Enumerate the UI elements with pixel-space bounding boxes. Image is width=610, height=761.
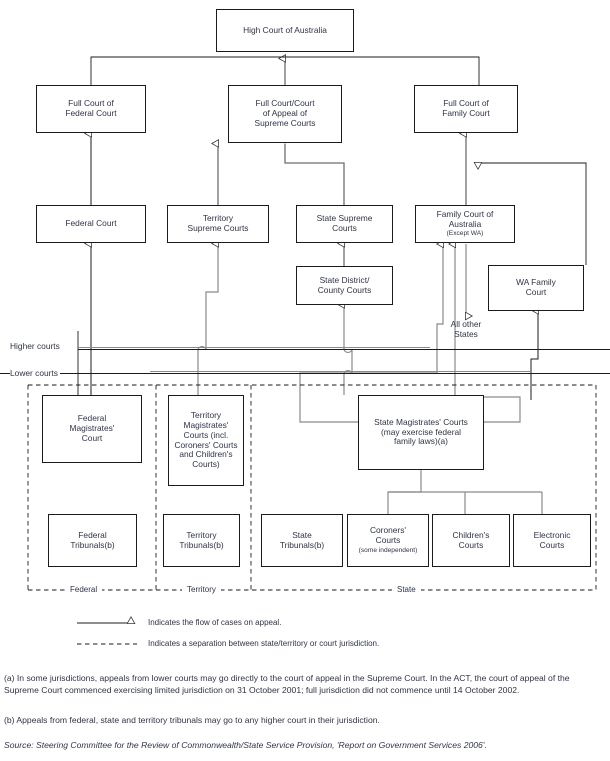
node-state-district-county-courts-label: State District/County Courts (317, 274, 372, 295)
node-coroners-courts-label: Coroners'Courts (369, 525, 407, 546)
node-federal-court[interactable]: Federal Court (36, 205, 146, 243)
label-jurisdiction-state: State (392, 585, 421, 594)
label-jurisdiction-federal: Federal (65, 585, 103, 594)
footnote-a: (a) In some jurisdictions, appeals from … (4, 673, 570, 696)
node-state-magistrates-courts[interactable]: State Magistrates' Courts(may exercise f… (358, 395, 484, 470)
edge-state-magistrates-to-wa-family-court (530, 311, 538, 400)
node-coroners-courts[interactable]: Coroners'Courts (some independent) (347, 514, 429, 567)
edge-state-supreme-to-full-court-supreme (284, 143, 345, 205)
label-higher-courts: Higher courts (10, 341, 62, 351)
edge-federal-full-to-high-court (90, 56, 480, 85)
legend-jurisdiction-separation-text: Indicates a separation between state/ter… (148, 639, 380, 648)
footnote-b: (b) Appeals from federal, state and terr… (4, 715, 380, 725)
edge-territory-magistrates-to-territory-supreme (197, 244, 218, 395)
edge-state-magistrates-to-lower-bus (387, 470, 422, 514)
node-state-district-county-courts[interactable]: State District/County Courts (296, 266, 393, 305)
label-jurisdiction-territory: Territory (182, 585, 221, 594)
node-family-court-australia-sublabel: (Except WA) (446, 230, 484, 238)
legend-appeal-flow-text: Indicates the flow of cases on appeal. (148, 618, 282, 627)
node-coroners-courts-sublabel: (some independent) (358, 546, 418, 554)
node-state-magistrates-courts-label: State Magistrates' Courts(may exercise f… (374, 416, 468, 447)
label-lower-courts: Lower courts (10, 368, 60, 378)
node-federal-court-label: Federal Court (65, 218, 117, 229)
node-high-court[interactable]: High Court of Australia (216, 9, 354, 52)
node-high-court-label: High Court of Australia (243, 24, 327, 35)
edge-state-magistrates-to-district-courts (344, 305, 353, 395)
source-note: Source: Steering Committee for the Revie… (4, 740, 487, 750)
